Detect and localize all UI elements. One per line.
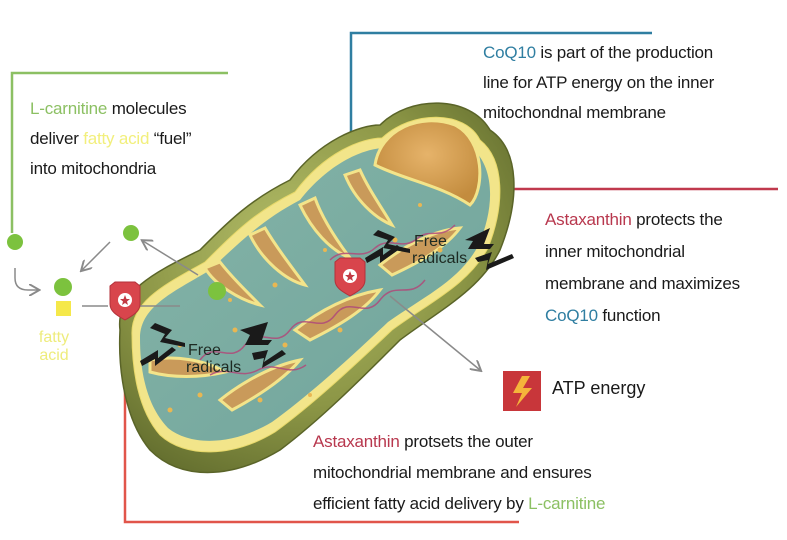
mitochondrion bbox=[118, 102, 515, 474]
lcarnitine-callout-frame bbox=[10, 71, 228, 233]
coq10-term: CoQ10 bbox=[483, 43, 536, 62]
lcarnitine-term: L-carnitine bbox=[528, 494, 606, 513]
coq10-term: CoQ10 bbox=[545, 306, 598, 325]
fatty-acid-term: fatty acid bbox=[83, 129, 150, 148]
lcarnitine-molecule-icon bbox=[123, 225, 139, 241]
free-radicals-icons-upper bbox=[365, 228, 514, 270]
astaxanthin-shield-icon-outer bbox=[109, 281, 141, 321]
fatty-acid-label: fatty acid bbox=[38, 329, 70, 364]
lcarnitine-molecule-icon bbox=[7, 234, 23, 250]
free-radicals-label-upper: Free radicals bbox=[412, 233, 468, 267]
astaxanthin-inner-callout-text: Astaxanthin protects the inner mitochond… bbox=[545, 210, 740, 325]
coq10-callout-text: CoQ10 is part of the production line for… bbox=[483, 43, 715, 122]
lcarnitine-molecule-icon bbox=[54, 278, 72, 296]
lcarnitine-callout-text: L-carnitine molecules deliver fatty acid… bbox=[30, 99, 192, 178]
free-radicals-label-lower: Free radicals bbox=[186, 342, 242, 376]
astaxanthin-term: Astaxanthin bbox=[313, 432, 400, 451]
lcarnitine-term: L-carnitine bbox=[30, 99, 108, 118]
astaxanthin-term: Astaxanthin bbox=[545, 210, 632, 229]
astaxanthin-outer-callout-text: Astaxanthin protsets the outer mitochond… bbox=[313, 432, 606, 513]
atp-energy-icon bbox=[503, 371, 541, 411]
astaxanthin-shield-icon-inner bbox=[334, 257, 366, 297]
fatty-acid-square-icon bbox=[56, 301, 71, 316]
lcarnitine-molecule-icon bbox=[208, 282, 226, 300]
lcarnitine-cycle bbox=[7, 225, 226, 316]
free-radicals-icons-lower bbox=[140, 322, 286, 368]
atp-energy-label: ATP energy bbox=[552, 378, 646, 398]
